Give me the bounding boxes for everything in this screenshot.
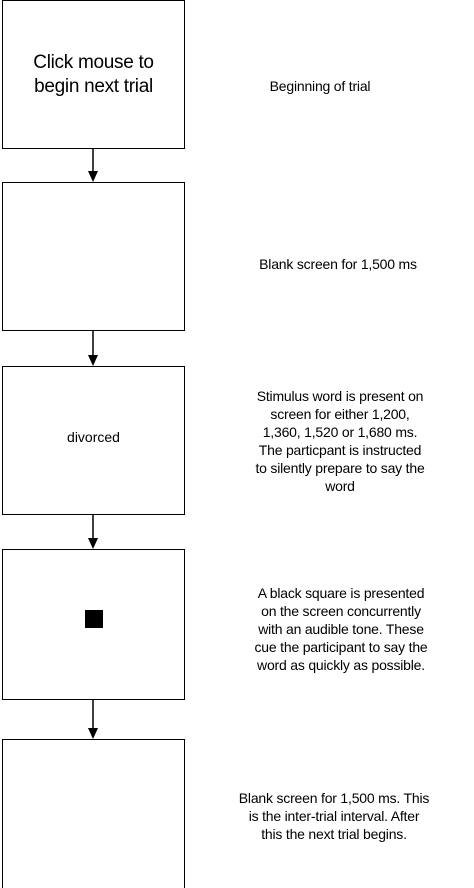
step-description-begin: Beginning of trial — [269, 78, 371, 94]
screen-box-stimulus: divorced — [2, 366, 185, 515]
screen-box-cue — [2, 549, 185, 700]
flow-arrow-2 — [88, 331, 98, 366]
step-description-blank: Blank screen for 1,500 ms — [259, 256, 417, 272]
flow-arrow-4 — [88, 700, 98, 739]
screen-box-iti — [2, 739, 185, 888]
black-square-icon — [84, 609, 103, 628]
step-description-cue: A black square is presented on the scree… — [254, 585, 428, 673]
screen-box-begin: Click mouse to begin next trial — [2, 0, 185, 149]
screen-text-begin: Click mouse to begin next trial — [33, 51, 154, 97]
stimulus-word: divorced — [67, 428, 120, 445]
step-description-iti: Blank screen for 1,500 ms. This is the i… — [238, 790, 430, 842]
flow-arrow-1 — [88, 149, 98, 182]
screen-box-blank — [2, 182, 185, 331]
step-description-stimulus: Stimulus word is present on screen for e… — [255, 388, 425, 494]
flow-arrow-3 — [88, 515, 98, 549]
